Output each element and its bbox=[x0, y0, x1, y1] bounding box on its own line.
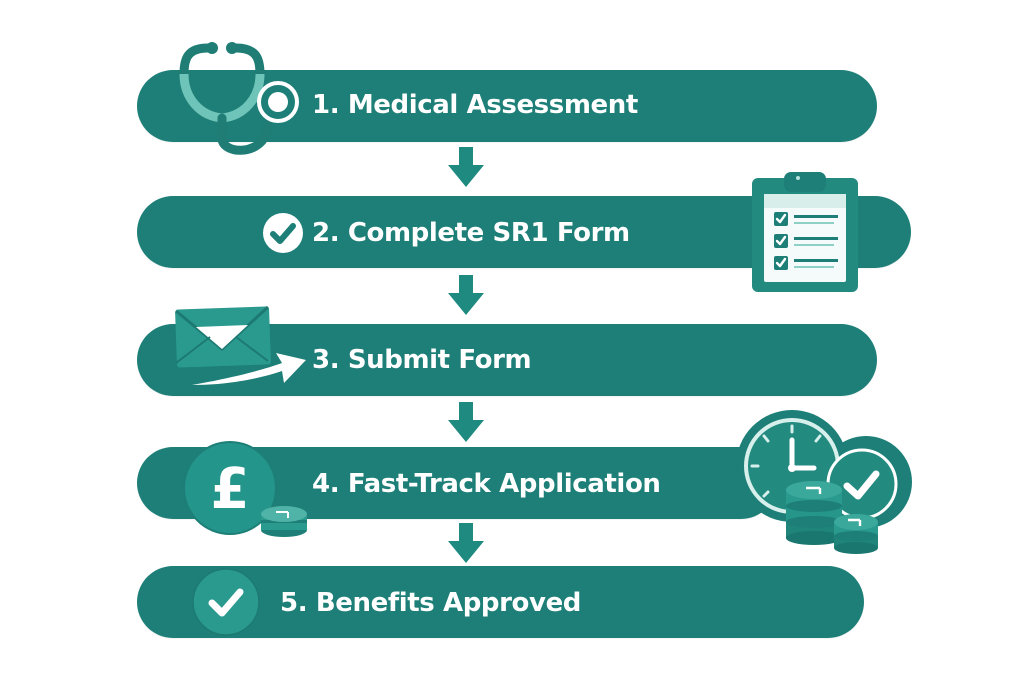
stethoscope-icon bbox=[170, 38, 310, 160]
clipboard-checklist-icon bbox=[752, 170, 860, 294]
pound-coin-icon: £ bbox=[183, 440, 314, 540]
step-2-label: 2. Complete SR1 Form bbox=[312, 218, 630, 248]
down-arrow-icon bbox=[448, 147, 484, 187]
envelope-send-icon bbox=[174, 305, 306, 389]
step-3-label: 3. Submit Form bbox=[312, 345, 532, 375]
check-circle-icon bbox=[192, 568, 260, 636]
step-4-label: 4. Fast-Track Application bbox=[312, 469, 661, 499]
check-circle-icon bbox=[262, 212, 304, 254]
step-5-label: 5. Benefits Approved bbox=[280, 588, 582, 618]
down-arrow-icon bbox=[448, 523, 484, 563]
svg-text:£: £ bbox=[211, 457, 250, 522]
clock-coins-check-icon bbox=[730, 410, 920, 554]
down-arrow-icon bbox=[448, 275, 484, 315]
down-arrow-icon bbox=[448, 402, 484, 442]
step-1-label: 1. Medical Assessment bbox=[312, 90, 638, 120]
